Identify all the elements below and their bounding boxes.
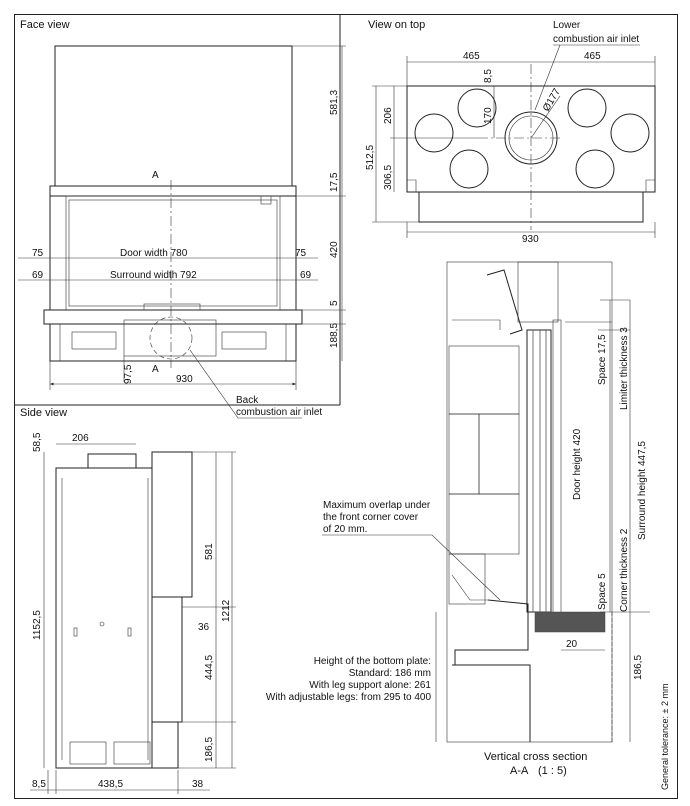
section-corner-thickness: Corner thickness 2 [619, 528, 630, 612]
top-dim-465-left: 465 [463, 51, 480, 62]
door-width-label: Door width 780 [120, 248, 188, 259]
section-space-17-5: Space 17,5 [597, 334, 608, 385]
top-hole-6 [575, 149, 615, 189]
lower-inlet-label-2: combustion air inlet [553, 34, 639, 45]
overlap-note-1: Maximum overlap under [323, 500, 431, 511]
side-dim-438-5: 438,5 [98, 779, 123, 790]
side-base-front [151, 721, 179, 769]
overlap-leader [322, 534, 501, 601]
top-dim-930: 930 [522, 234, 539, 245]
general-tolerance: General tolerance: ± 2 mm [660, 684, 670, 790]
face-view-title: Face view [20, 19, 70, 31]
overlap-note-2: the front corner cover [323, 512, 419, 523]
bottom-plate-note-3: With leg support alone: 261 [309, 680, 431, 691]
top-view-title: View on top [368, 19, 425, 31]
dim-75-left: 75 [32, 248, 44, 259]
section-surround [552, 319, 562, 617]
section-dim-20: 20 [566, 639, 578, 650]
face-hood [54, 45, 293, 187]
side-dim-8-5: 8,5 [32, 779, 46, 790]
cross-section: Space 17,5 Limiter thickness 3 Door heig… [266, 261, 670, 790]
lower-inlet-label-1: Lower [553, 20, 581, 31]
face-dim-420: 420 [329, 241, 340, 258]
section-dim-186-5: 186,5 [633, 655, 644, 680]
side-dim-186-5: 186,5 [204, 737, 215, 762]
lower-inlet-leader [534, 44, 561, 111]
side-dim-206: 206 [72, 433, 89, 444]
bottom-plate-note-2: Standard: 186 mm [349, 668, 431, 679]
dim-69-left: 69 [32, 270, 44, 281]
top-dim-170: 170 [483, 107, 494, 124]
side-dim-36: 36 [198, 622, 210, 633]
side-dim-1212: 1212 [221, 599, 232, 622]
back-inlet-label-2: combustion air inlet [236, 407, 322, 418]
section-mark-bottom: A [152, 364, 159, 375]
section-mark-top: A [152, 170, 159, 181]
face-top-band [49, 185, 297, 197]
face-latch [260, 195, 272, 205]
side-dim-581: 581 [204, 543, 215, 560]
side-vent-1 [69, 741, 107, 765]
section-space-5: Space 5 [597, 573, 608, 610]
side-inlet-stub [87, 453, 137, 469]
surround-width-label: Surround width 792 [110, 270, 197, 281]
top-hole-1 [414, 113, 454, 153]
face-handle [143, 303, 201, 311]
back-inlet-leader [189, 349, 302, 419]
section-bottom-plate [534, 611, 606, 633]
bottom-plate-note-4: With adjustable legs: from 295 to 400 [266, 692, 432, 703]
top-dim-206: 206 [383, 107, 394, 124]
section-surround-height: Surround height 447,5 [637, 441, 648, 540]
face-dim-581-3: 581,3 [329, 90, 340, 115]
back-inlet-circle [149, 316, 193, 360]
section-door-frame [526, 329, 552, 613]
dim-69-right: 69 [300, 270, 312, 281]
side-body [55, 467, 153, 769]
bottom-plate-note-1: Height of the bottom plate: [314, 656, 431, 667]
section-scale: (1 : 5) [538, 765, 567, 777]
section-title: Vertical cross section [484, 751, 587, 763]
face-dim-17-5: 17,5 [329, 172, 340, 192]
side-dim-38: 38 [192, 779, 204, 790]
back-inlet-label-1: Back [236, 395, 259, 406]
face-inlet-box [123, 319, 217, 357]
side-view-title: Side view [20, 407, 67, 419]
top-hole-2 [457, 88, 497, 128]
drawing-frame [14, 14, 678, 799]
top-hole-3 [449, 149, 489, 189]
side-dim-58-5: 58,5 [32, 432, 43, 452]
section-ref: A-A [510, 765, 529, 777]
face-view: Face view A A Door width 780 Surround wi… [18, 19, 346, 419]
top-hole-5 [610, 113, 650, 153]
section-upper-hood [486, 269, 523, 335]
face-base-vent-right [221, 331, 267, 350]
face-base-vent-left [71, 331, 117, 350]
top-dim-465-right: 465 [584, 51, 601, 62]
top-view: View on top Lower combustion air inlet Ø… [365, 19, 656, 245]
side-vent-2 [113, 741, 151, 765]
top-dim-177: Ø177 [541, 86, 563, 113]
side-dim-444-5: 444,5 [204, 655, 215, 680]
face-glass [68, 199, 278, 307]
overlap-note-3: of 20 mm. [323, 524, 367, 535]
section-brick-1 [448, 345, 520, 415]
side-hood [151, 451, 193, 598]
face-dim-930: 930 [176, 374, 193, 385]
section-limiter-thickness: Limiter thickness 3 [619, 327, 630, 410]
top-dim-8-5: 8,5 [483, 69, 494, 83]
side-front [151, 596, 183, 723]
dim-75-right: 75 [295, 248, 307, 259]
face-dim-97-5: 97,5 [123, 364, 134, 384]
face-dim-5: 5 [329, 300, 340, 306]
top-dim-512-5: 512,5 [365, 145, 376, 170]
top-hole-4 [567, 88, 607, 128]
top-dim-306-5: 306,5 [383, 165, 394, 190]
section-door-height: Door height 420 [572, 428, 583, 500]
side-view: Side view 206 58,5 1152,5 581 1212 36 44… [20, 407, 236, 794]
face-dim-188-5: 188,5 [329, 323, 340, 348]
side-dim-1152-5: 1152,5 [32, 610, 43, 640]
face-base [49, 323, 297, 362]
